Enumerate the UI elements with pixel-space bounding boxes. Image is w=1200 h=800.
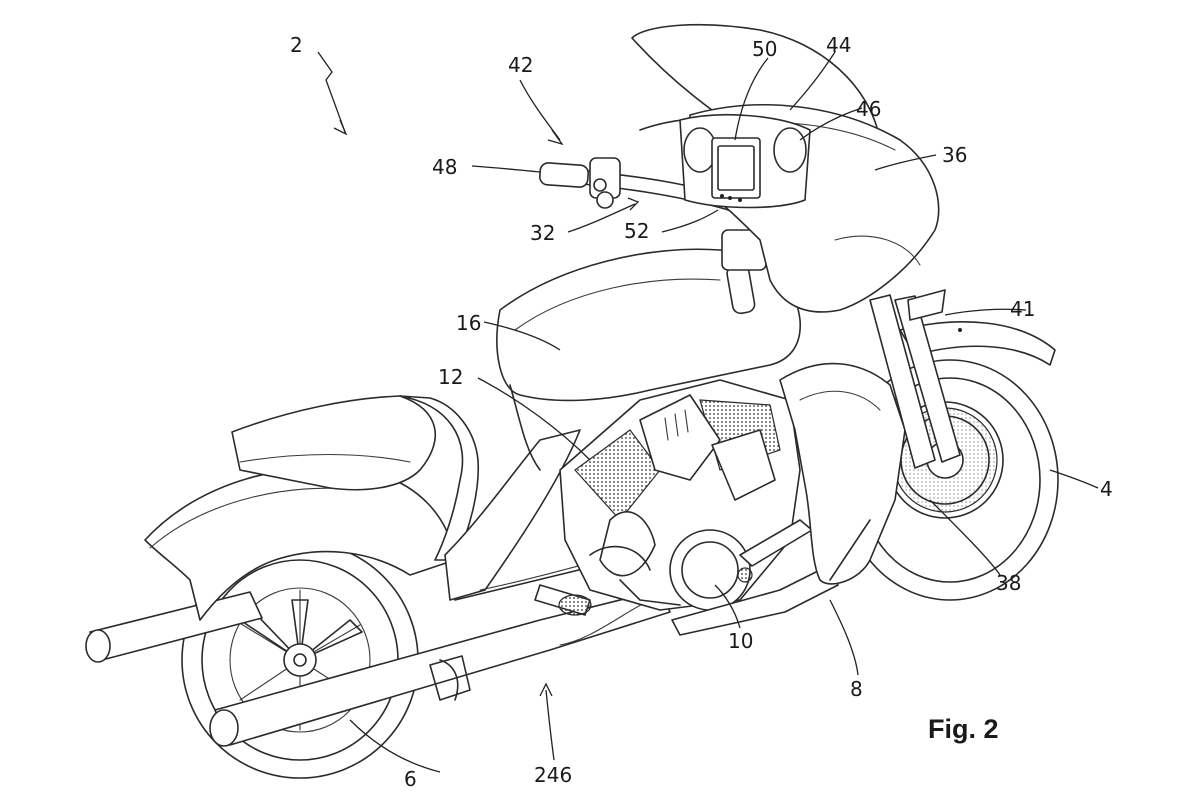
instrument-cluster [679, 114, 811, 209]
ref-246: 246 [534, 763, 572, 787]
ref-6: 6 [404, 767, 417, 791]
ref-44: 44 [826, 33, 851, 57]
handlebar [539, 117, 861, 315]
leader-lines [317, 51, 1099, 773]
exhaust-system [85, 589, 671, 747]
ref-8: 8 [850, 677, 863, 701]
ref-52: 52 [624, 219, 649, 243]
ref-2: 2 [290, 33, 303, 57]
fuel-tank [496, 248, 801, 471]
ref-46: 46 [856, 97, 881, 121]
ref-42: 42 [508, 53, 533, 77]
ref-16: 16 [456, 311, 481, 335]
turn-signal [907, 289, 946, 321]
reference-numerals: 2 42 48 32 50 44 46 36 52 16 12 41 4 38 … [290, 33, 1113, 791]
cylinder-heads [639, 394, 776, 501]
ref-4: 4 [1100, 477, 1113, 501]
ref-12: 12 [438, 365, 463, 389]
figure-caption: Fig. 2 [928, 714, 999, 744]
headlight-area [834, 235, 921, 266]
lower-fairing [779, 362, 906, 585]
ref-50: 50 [752, 37, 777, 61]
right-grip [721, 229, 767, 315]
ref-36: 36 [942, 143, 967, 167]
ref-32: 32 [530, 221, 555, 245]
engine [559, 379, 801, 611]
display-screen [711, 137, 761, 202]
passenger-peg [534, 584, 592, 616]
ref-38: 38 [996, 571, 1021, 595]
left-grip [539, 157, 621, 209]
front-fender [899, 321, 1056, 366]
ref-41: 41 [1010, 297, 1035, 321]
ref-10: 10 [728, 629, 753, 653]
front-fork [869, 294, 961, 469]
ref-48: 48 [432, 155, 457, 179]
